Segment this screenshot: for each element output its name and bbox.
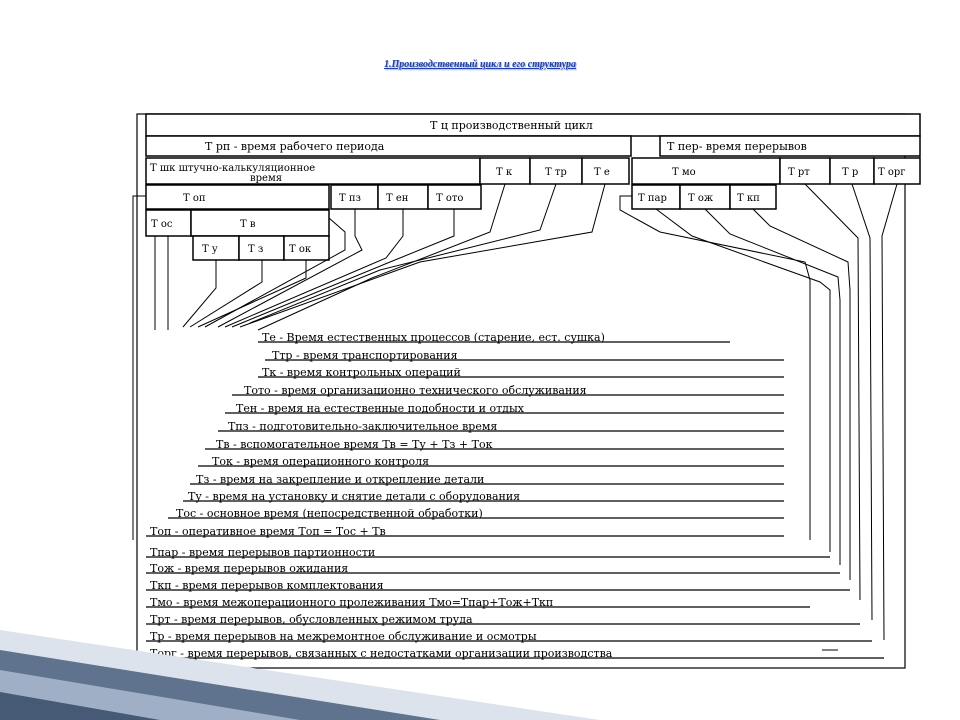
box-tmo [631, 157, 781, 185]
box-tper-label: Т пер- время перерывов [667, 140, 807, 153]
box-tozh [679, 184, 731, 210]
box-top [145, 184, 330, 210]
box-tv [190, 209, 330, 237]
legend-item-tv: Тв - вспомогательное время Тв = Ту + Тз … [216, 438, 493, 451]
legend-item-tozh: Тож - время перерывов ожидания [150, 562, 348, 575]
box-tpar [631, 184, 681, 210]
box-tk-label: Т к [496, 167, 513, 178]
legend-item-tr: Тр - время перерывов на межремонтное обс… [150, 630, 537, 643]
legend-item-tmo: Тмо - время межоперационного пролеживани… [150, 596, 553, 609]
box-tos [145, 209, 192, 237]
corner-decoration [0, 630, 600, 720]
box-tok-label: Т ок [289, 244, 312, 255]
box-tkp-label: Т кп [737, 193, 760, 204]
box-tkp [729, 184, 777, 210]
box-tpz-label: Т пз [339, 193, 361, 204]
box-tz-label: Т з [248, 244, 263, 255]
box-tozh-label: Т ож [688, 193, 714, 204]
box-tr-label: Т р [842, 167, 858, 178]
box-ten [377, 184, 429, 210]
box-tpar-label: Т пар [638, 193, 667, 204]
box-tu [192, 235, 240, 261]
box-toto-label: Т ото [436, 193, 463, 204]
legend-item-te: Те - Время естественных процессов (старе… [262, 331, 605, 344]
legend-item-toto: Тото - время организационно технического… [244, 384, 587, 397]
box-tu-label: Т у [202, 244, 218, 255]
legend-item-tz: Тз - время на закрепление и открепление … [196, 473, 484, 486]
box-ten-label: Т ен [386, 193, 409, 204]
legend-item-tok: Ток - время операционного контроля [212, 455, 429, 468]
legend-underlines [146, 341, 884, 659]
box-te [581, 157, 630, 185]
box-trp-label: Т рп - время рабочего периода [205, 140, 385, 153]
box-top-label: Т оп [183, 193, 206, 204]
connector-lines [132, 125, 921, 651]
box-tc-label: Т ц производственный цикл [430, 119, 593, 132]
legend-item-top: Топ - оперативное время Топ = Тос + Тв [150, 525, 386, 538]
legend-item-torg: Торг - время перерывов, связанных с недо… [150, 647, 613, 660]
legend-item-ten: Тен - время на естественные подобности и… [236, 402, 525, 415]
legend-item-tos: Тос - основное время (непосредственной о… [176, 507, 483, 520]
box-tmo-label: Т мо [672, 167, 696, 178]
box-trt-label: Т рт [788, 167, 810, 178]
box-tsht [145, 157, 481, 185]
legend-item-tpz: Тпз - подготовительно-заключительное вре… [228, 420, 497, 433]
legend-item-trt: Трт - время перерывов, обусловленных реж… [150, 613, 473, 626]
legend: Те - Время естественных процессов (старе… [150, 331, 613, 660]
box-tsht-label2: время [250, 173, 282, 184]
box-ttr-label: Т тр [545, 167, 567, 178]
box-torg-label: Т орг [878, 167, 906, 178]
legend-item-tu: Ту - время на установку и снятие детали … [188, 490, 520, 503]
box-tsht-label: Т шк штучно-калькуляционное [150, 163, 315, 174]
box-trp [145, 135, 632, 157]
box-tpz [330, 184, 379, 210]
box-toto [427, 184, 482, 210]
box-tos-label: Т ос [151, 219, 173, 230]
legend-item-ttr: Ттр - время транспортирования [272, 349, 458, 362]
legend-item-tpar: Тпар - время перерывов партионности [150, 546, 375, 559]
legend-item-tk: Тк - время контрольных операций [262, 366, 461, 379]
box-te-label: Т е [594, 167, 610, 178]
slide-title: 1.Производственный цикл и его структура [383, 59, 577, 70]
box-tv-label: Т в [240, 219, 256, 230]
legend-item-tkp: Ткп - время перерывов комплектования [150, 579, 384, 592]
